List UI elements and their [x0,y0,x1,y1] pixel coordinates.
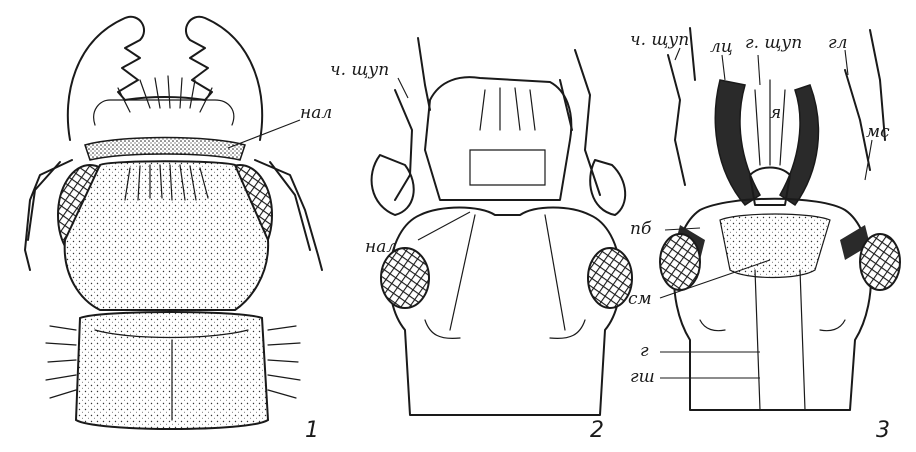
label-nal-2: нал [365,237,397,257]
label-g-shchup: г. щуп [745,33,802,53]
label-sm: см [628,289,652,309]
panel-1-number: 1 [305,418,319,443]
label-gl: гл [828,33,847,53]
label-ch-shchup-2: ч. щуп [330,60,389,80]
label-gsh: гш [630,367,655,387]
label-ch-shchup-3: ч. щуп [630,30,689,50]
panel-3-drawing [660,28,900,410]
label-pb: пб [630,219,652,239]
label-ms: мс [866,122,890,142]
label-ya: я [770,103,781,123]
panel-2-drawing [372,38,632,415]
panel-2-number: 2 [590,418,604,443]
label-nal-1: нал [300,103,332,123]
label-g: г [640,341,649,361]
panel-3-number: 3 [876,418,890,443]
label-lts: лц [710,37,733,57]
panel-1-drawing [25,17,322,429]
